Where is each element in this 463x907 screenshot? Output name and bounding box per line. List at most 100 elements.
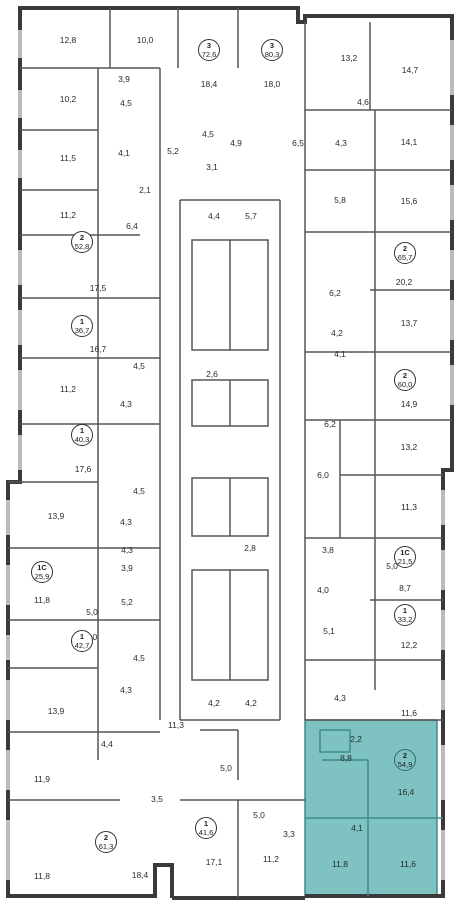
room-area-label: 14,7 (401, 64, 419, 75)
room-area-label: 4,5 (133, 360, 145, 371)
room-area-label: 3,1 (206, 161, 218, 172)
apartment-area: 80,3 (264, 50, 280, 59)
room-area-label: 4,5 (120, 97, 132, 108)
room-area-label: 4,3 (335, 137, 347, 148)
room-area-label: 4,2 (331, 327, 343, 338)
room-area-label: 4,4 (101, 738, 113, 749)
room-area-label: 3,3 (283, 828, 295, 839)
room-area-label: 4,1 (334, 348, 346, 359)
room-area-label: 12,2 (400, 639, 418, 650)
room-area-label: 16,7 (89, 343, 107, 354)
room-area-label: 4,5 (202, 128, 214, 139)
room-area-label: 13,9 (47, 705, 65, 716)
room-area-label: 5,8 (334, 194, 346, 205)
room-area-label: 4,3 (120, 684, 132, 695)
apartment-rooms: 2 (402, 751, 408, 760)
room-area-label: 13,7 (400, 317, 418, 328)
room-area-label: 5,7 (245, 210, 257, 221)
selected-apartment-area[interactable] (304, 719, 438, 897)
apartment-area: 72,6 (201, 50, 217, 59)
apartment-area: 36,7 (74, 326, 90, 335)
room-area-label: 17,6 (74, 463, 92, 474)
room-area-label: 11,8 (332, 858, 348, 869)
room-area-label: 11,2 (60, 209, 76, 220)
room-area-label: 17,5 (89, 282, 107, 293)
room-area-label: 3,8 (322, 544, 334, 555)
room-area-label: 5,0 (86, 606, 98, 617)
apartment-rooms: 1С (37, 563, 47, 572)
room-area-label: 4,4 (208, 210, 220, 221)
room-area-label: 13,2 (400, 441, 418, 452)
room-area-label: 11,2 (60, 383, 76, 394)
apartment-area: 21,5 (397, 557, 413, 566)
apartment-rooms: 1 (79, 426, 85, 435)
room-area-label: 4,3 (120, 516, 132, 527)
apartment-area: 52,8 (74, 242, 90, 251)
apartment-area: 40,3 (74, 435, 90, 444)
room-area-label: 4,1 (118, 147, 130, 158)
room-area-label: 11,6 (401, 707, 417, 718)
room-area-label: 11,9 (34, 773, 50, 784)
room-area-label: 11,8 (34, 594, 50, 605)
apartment-rooms: 1 (79, 317, 85, 326)
room-area-label: 12,8 (59, 34, 77, 45)
room-area-label: 3,5 (151, 793, 163, 804)
room-area-label: 8,7 (399, 582, 411, 593)
room-area-label: 4,6 (357, 96, 369, 107)
room-area-label: 11,6 (400, 858, 416, 869)
room-area-label: 14,1 (400, 136, 418, 147)
room-area-label: 4,3 (121, 544, 133, 555)
apartment-area: 25,9 (34, 572, 50, 581)
interior-walls (8, 8, 452, 898)
apartment-rooms: 3 (269, 41, 275, 50)
room-area-label: 2,6 (206, 368, 218, 379)
room-area-label: 4,1 (351, 822, 363, 833)
room-area-label: 6,5 (292, 137, 304, 148)
room-area-label: 4,2 (245, 697, 257, 708)
room-area-label: 10,2 (59, 93, 77, 104)
apartment-rooms: 2 (103, 833, 109, 842)
room-area-label: 4,5 (133, 485, 145, 496)
room-area-label: 10,0 (136, 34, 154, 45)
room-area-label: 18,4 (131, 869, 149, 880)
room-area-label: 4,0 (317, 584, 329, 595)
apartment-rooms: 1 (402, 606, 408, 615)
room-area-label: 11,3 (168, 719, 184, 730)
apartment-area: 41,6 (198, 828, 214, 837)
apartment-area: 65,7 (397, 253, 413, 262)
window-marks (6, 30, 454, 880)
room-area-label: 3,9 (121, 562, 133, 573)
room-area-label: 5,0 (386, 560, 398, 571)
room-area-label: 2,8 (244, 542, 256, 553)
room-area-label: 3,9 (118, 73, 130, 84)
apartment-area: 42,7 (74, 641, 90, 650)
room-area-label: 6,4 (126, 220, 138, 231)
apartment-area: 54,9 (397, 760, 413, 769)
room-area-label: 8,8 (340, 752, 352, 763)
room-area-label: 18,4 (200, 78, 218, 89)
room-area-label: 6,2 (324, 418, 336, 429)
room-area-label: 5,0 (220, 762, 232, 773)
apartment-area: 60,0 (397, 380, 413, 389)
apartment-rooms: 3 (206, 41, 212, 50)
room-area-label: 17,1 (205, 856, 223, 867)
apartment-rooms: 1 (203, 819, 209, 828)
apartment-rooms: 2 (402, 244, 408, 253)
room-area-label: 4,9 (230, 137, 242, 148)
room-area-label: 18,0 (263, 78, 281, 89)
